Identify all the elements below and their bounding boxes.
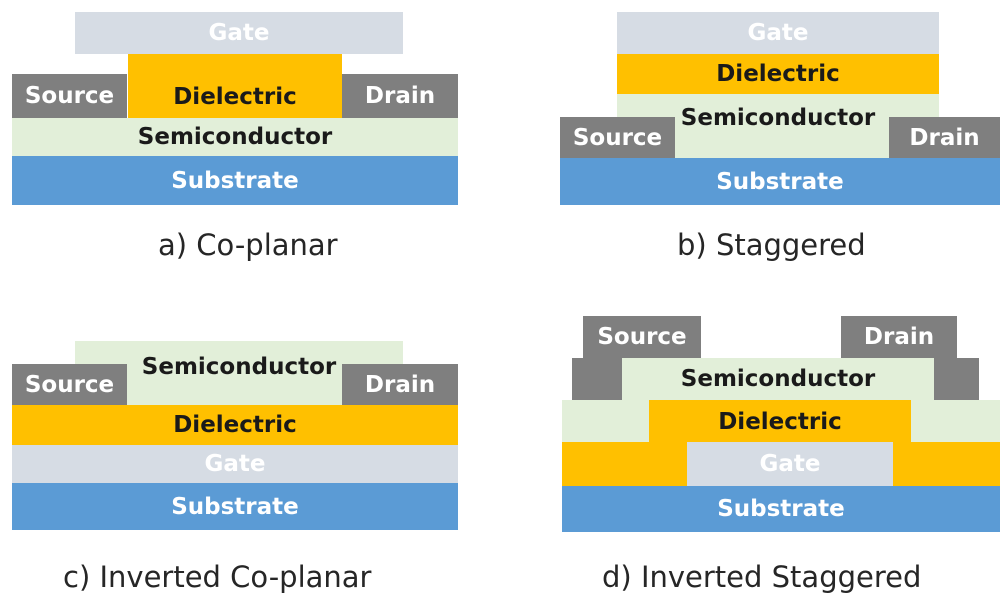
substrate-label: Substrate bbox=[717, 496, 845, 522]
drain-label: Drain bbox=[364, 83, 436, 109]
drain-label: Drain bbox=[863, 324, 935, 350]
drain-label: Drain bbox=[364, 371, 436, 398]
substrate-label: Substrate bbox=[171, 167, 299, 194]
gate-layer: Gate bbox=[75, 12, 403, 54]
drain-electrode-step bbox=[934, 358, 979, 400]
dielectric-layer: Dielectric bbox=[12, 405, 458, 445]
substrate-label: Substrate bbox=[171, 493, 299, 520]
gate-label: Gate bbox=[747, 20, 809, 46]
semiconductor-label: Semiconductor bbox=[141, 354, 337, 380]
drain-electrode: Drain bbox=[841, 316, 957, 358]
dielectric-layer: Dielectric bbox=[617, 54, 939, 94]
dielectric-label: Dielectric bbox=[716, 61, 840, 87]
drain-electrode: Drain bbox=[889, 117, 1000, 158]
semiconductor-layer: Semiconductor bbox=[622, 358, 934, 400]
gate-layer: Gate bbox=[617, 12, 939, 54]
source-electrode: Source bbox=[583, 316, 701, 358]
semiconductor-label: Semiconductor bbox=[680, 105, 876, 131]
gate-layer: Gate bbox=[12, 445, 458, 483]
gate-label: Gate bbox=[208, 20, 270, 46]
semiconductor-label: Semiconductor bbox=[680, 366, 876, 392]
substrate-label: Substrate bbox=[716, 168, 844, 195]
source-electrode: Source bbox=[560, 117, 675, 158]
gate-label: Gate bbox=[759, 451, 821, 477]
substrate-layer: Substrate bbox=[560, 158, 1000, 205]
gate-layer: Gate bbox=[687, 442, 893, 486]
substrate-layer: Substrate bbox=[562, 486, 1000, 532]
source-electrode: Source bbox=[12, 74, 127, 118]
substrate-layer: Substrate bbox=[12, 483, 458, 530]
caption-staggered: b) Staggered bbox=[677, 228, 866, 262]
source-electrode: Source bbox=[12, 364, 127, 405]
dielectric-label: Dielectric bbox=[718, 409, 842, 435]
caption-inverted-staggered: d) Inverted Staggered bbox=[602, 560, 922, 594]
gate-label: Gate bbox=[204, 451, 266, 477]
dielectric-layer: Dielectric bbox=[128, 54, 342, 118]
source-label: Source bbox=[24, 371, 115, 398]
source-label: Source bbox=[24, 83, 115, 109]
source-label: Source bbox=[572, 124, 663, 151]
semiconductor-layer: Semiconductor bbox=[12, 118, 458, 156]
dielectric-label: Dielectric bbox=[173, 84, 297, 110]
semiconductor-label: Semiconductor bbox=[137, 124, 333, 150]
dielectric-label: Dielectric bbox=[173, 412, 297, 438]
substrate-layer: Substrate bbox=[12, 156, 458, 205]
drain-electrode: Drain bbox=[342, 364, 458, 405]
caption-inverted-coplanar: c) Inverted Co-planar bbox=[63, 560, 372, 594]
source-label: Source bbox=[597, 324, 687, 350]
dielectric-layer: Dielectric bbox=[649, 400, 911, 444]
drain-label: Drain bbox=[909, 124, 980, 151]
drain-electrode: Drain bbox=[342, 74, 458, 118]
caption-coplanar: a) Co-planar bbox=[158, 228, 338, 262]
source-electrode-step bbox=[572, 358, 622, 400]
